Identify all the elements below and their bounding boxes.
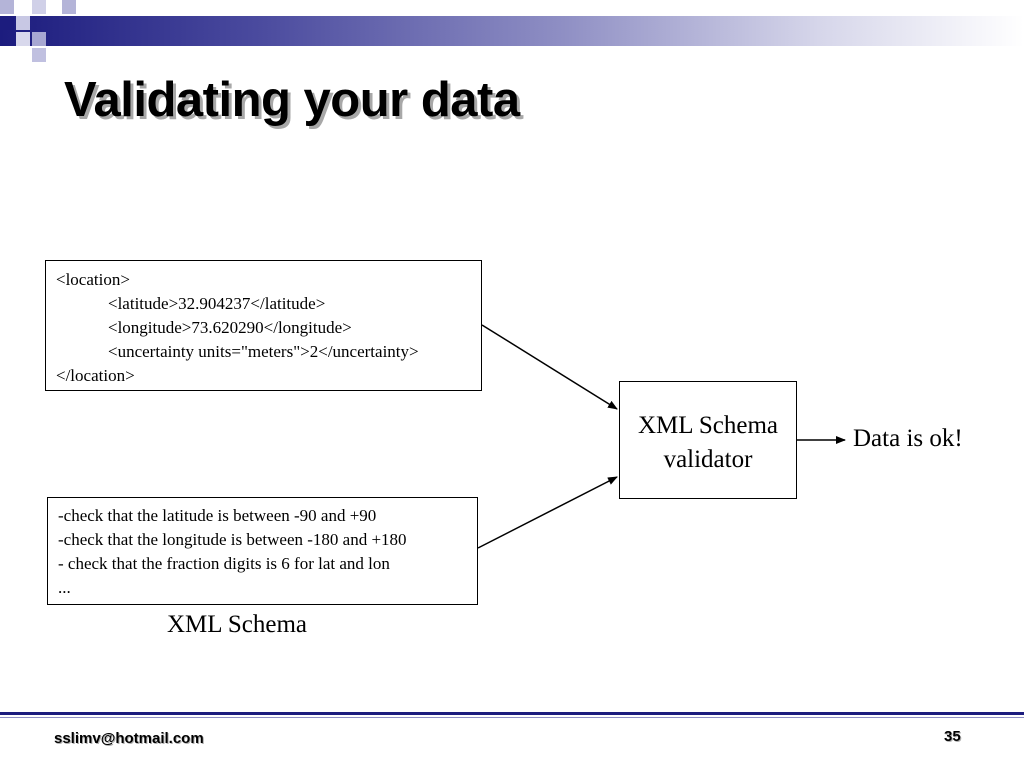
- footer-email: sslimv@hotmail.com: [54, 730, 204, 747]
- arrow-schema-to-validator: [477, 476, 618, 549]
- rule-line: ...: [58, 578, 71, 597]
- xml-line: </location>: [56, 366, 135, 385]
- slide-title: Validating your data: [64, 73, 520, 127]
- arrow-xml-to-validator: [481, 324, 618, 410]
- page-number: 35: [944, 728, 961, 745]
- result-label: Data is ok!: [853, 425, 963, 452]
- xml-line: <longitude>73.620290</longitude>: [108, 318, 352, 337]
- rule-line: - check that the fraction digits is 6 fo…: [58, 554, 390, 573]
- validator-label-line2: validator: [663, 446, 753, 473]
- xml-line: <latitude>32.904237</latitude>: [108, 294, 326, 313]
- header-gradient-bar: [0, 16, 1024, 46]
- footer-rule-thin: [0, 717, 1024, 718]
- rule-line: -check that the latitude is between -90 …: [58, 506, 377, 525]
- footer-rule: [0, 712, 1024, 715]
- schema-label: XML Schema: [167, 611, 308, 638]
- corner-squares-overlay: [0, 0, 76, 46]
- xml-line: <uncertainty units="meters">2</uncertain…: [108, 342, 419, 361]
- validator-box: XML Schema validator: [619, 381, 797, 499]
- xml-line: <location>: [56, 270, 130, 289]
- rule-line: -check that the longitude is between -18…: [58, 530, 407, 549]
- validator-label-line1: XML Schema: [637, 412, 778, 439]
- schema-rules-box: -check that the latitude is between -90 …: [47, 497, 478, 605]
- xml-instance-box: <location> <latitude>32.904237</latitude…: [45, 260, 482, 391]
